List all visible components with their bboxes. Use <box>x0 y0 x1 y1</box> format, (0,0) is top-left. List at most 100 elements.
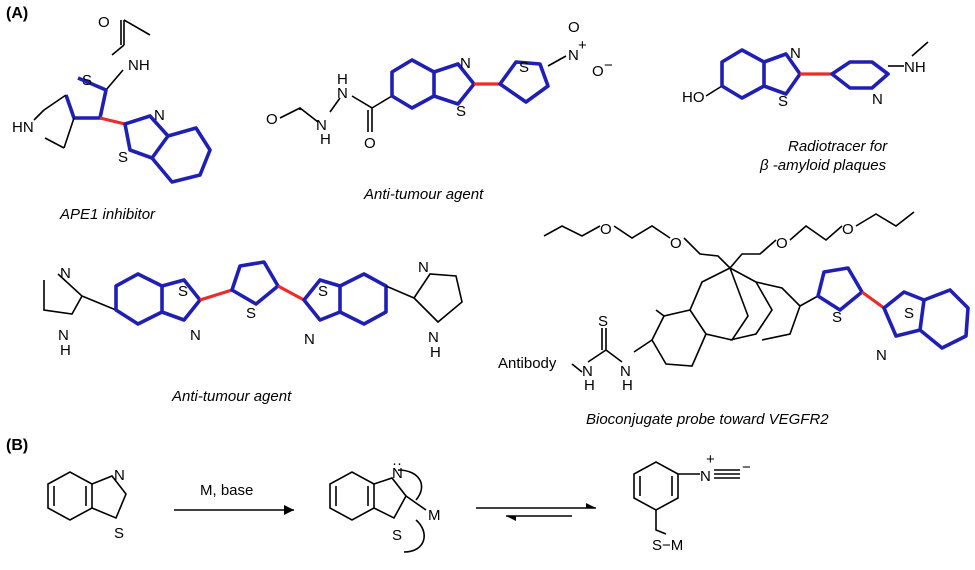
bond <box>329 97 341 113</box>
benzo-ring <box>329 471 375 521</box>
thiazole-ring <box>91 475 127 520</box>
atom-label-n: N <box>154 107 165 124</box>
benzo-ring <box>150 126 212 184</box>
benzo-ring <box>633 461 679 511</box>
atom-label-n: N <box>58 327 69 344</box>
pyridine-ring <box>830 60 890 90</box>
benzo-ring <box>918 288 970 350</box>
thiophene-ring <box>816 266 864 312</box>
atom-label-minus: − <box>604 57 613 74</box>
bond <box>405 495 427 511</box>
benzo-ring <box>339 272 388 326</box>
fluorene-outer-left <box>651 309 707 367</box>
benzo-ring <box>390 58 436 110</box>
atom-label-minus: − <box>742 459 751 476</box>
atom-label-n-iso: N <box>700 468 711 485</box>
bond <box>81 295 117 311</box>
bioconjugate-probe-structure: O O O O N H S N H Antibody S S N <box>498 211 970 394</box>
benzo-ring <box>47 471 93 521</box>
curved-arrow-bottom <box>403 519 425 553</box>
lone-pair: ·· <box>392 455 402 472</box>
bond <box>120 19 151 45</box>
imidazoline-right <box>412 273 463 324</box>
caption-bioconjugate: Bioconjugate probe toward VEGFR2 <box>586 411 829 428</box>
atom-label-h: H <box>584 377 595 394</box>
link-bond <box>99 116 126 126</box>
atom-label-o-minus: O <box>592 63 604 80</box>
atom-label-sm: S−M <box>652 537 683 554</box>
caption-ape1-inhibitor: APE1 inhibitor <box>59 206 156 223</box>
metalated-benzothiazole: N ·· S M <box>329 455 441 553</box>
thiazole-ring <box>882 290 926 338</box>
atom-label-o: O <box>776 235 788 252</box>
caption-radiotracer-line2: β -amyloid plaques <box>759 157 887 174</box>
atom-label-s: S <box>904 305 914 322</box>
bond <box>547 55 567 67</box>
atom-label-h: H <box>622 377 633 394</box>
atom-label-n: N <box>316 117 327 134</box>
atom-label-n: N <box>114 467 125 484</box>
atom-label-o: O <box>98 14 110 31</box>
benzo-ring <box>114 272 164 326</box>
atom-label-o: O <box>842 221 854 238</box>
reactant-benzothiazole: N S <box>47 467 127 542</box>
panel-label-a: (A) <box>6 5 28 22</box>
atom-label-s: S <box>598 313 608 330</box>
atom-label-s: S <box>246 305 256 322</box>
thiazole-ring <box>302 278 342 322</box>
atom-label-n: N <box>460 55 471 72</box>
bond <box>705 85 723 97</box>
atom-label-h: H <box>337 71 348 88</box>
atom-label-hn: HN <box>12 119 34 136</box>
product-isocyanide: N + − S−M <box>633 451 751 554</box>
bond <box>111 44 125 56</box>
caption-radiotracer-line1: Radiotracer for <box>788 138 888 155</box>
atom-label-h: H <box>320 131 331 148</box>
peg-chain-right <box>729 211 915 269</box>
atom-label-o: O <box>568 19 580 36</box>
imidazoline-left <box>43 273 84 315</box>
caption-anti-tumour-bottom: Anti-tumour agent <box>171 388 292 405</box>
atom-label-n: N <box>337 85 348 102</box>
atom-label-n: N <box>582 363 593 380</box>
thiazole-ring <box>123 114 170 160</box>
atom-label-s: S <box>392 527 402 544</box>
bond <box>351 95 393 132</box>
antibody-label: Antibody <box>498 355 557 372</box>
bond <box>633 339 653 353</box>
atom-label-nh: NH <box>128 57 150 74</box>
peg-chain-left <box>543 225 731 269</box>
reagent-label: M, base <box>200 482 253 499</box>
atom-label-nh: NH <box>904 59 926 76</box>
bond <box>105 69 124 91</box>
atom-label-plus: + <box>706 451 715 468</box>
atom-label-s: S <box>318 283 328 300</box>
equilibrium-head-reverse <box>506 516 516 521</box>
bond <box>33 94 75 149</box>
atom-label-s: S <box>114 525 124 542</box>
atom-label-s: S <box>778 93 788 110</box>
atom-label-s: S <box>832 309 842 326</box>
radiotracer-structure: HO N S N NH <box>682 41 929 110</box>
atom-label-n: N <box>60 265 71 282</box>
atom-label-n: N <box>568 47 579 64</box>
bond <box>655 510 667 535</box>
thiazole-ring <box>373 477 407 520</box>
bond <box>571 363 583 373</box>
atom-label-n: N <box>428 329 439 346</box>
reaction-arrowhead <box>284 505 294 515</box>
anti-tumour-agent-bottom-structure: N N H S N S S N N N H <box>43 259 463 361</box>
fluorene-right-ring <box>729 267 801 341</box>
benzo-ring <box>720 48 766 100</box>
curved-arrow-top <box>397 469 423 501</box>
atom-label-n: N <box>418 259 429 276</box>
atom-label-o: O <box>600 221 612 238</box>
atom-label-h: H <box>60 342 71 359</box>
triple-bond <box>714 469 740 479</box>
caption-anti-tumour-top: Anti-tumour agent <box>363 186 484 203</box>
atom-label-m: M <box>428 507 441 524</box>
atom-label-o: O <box>266 111 278 128</box>
atom-label-s: S <box>82 72 92 89</box>
